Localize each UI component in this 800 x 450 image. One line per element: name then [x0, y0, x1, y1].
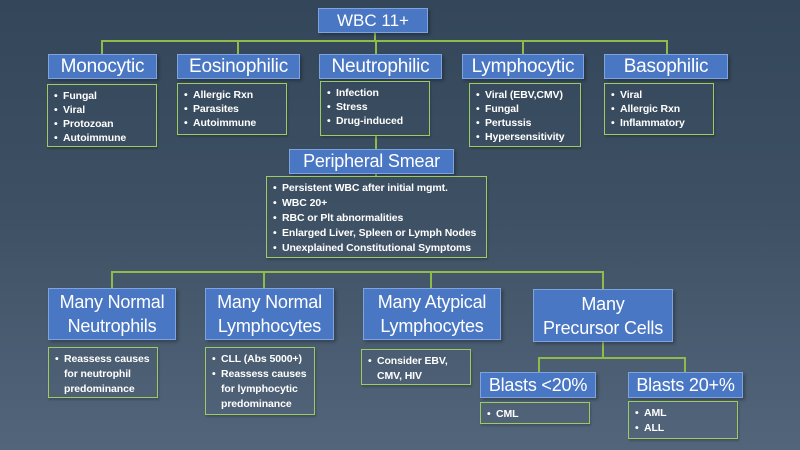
list-item: WBC 20+	[272, 196, 483, 211]
node-label-line: Lymphocytes	[380, 316, 484, 336]
list-lymphocytic-causes: Viral (EBV,CMV) Fungal Pertussis Hyperse…	[469, 83, 581, 147]
node-wbc: WBC 11+	[318, 8, 428, 33]
list-item: Infection	[326, 86, 426, 100]
list-aml-all: AML ALL	[628, 401, 738, 439]
list-item: Inflammatory	[610, 116, 710, 130]
node-label-line: Many Atypical	[377, 292, 487, 312]
list-lymphocyte-action: CLL (Abs 5000+) Reassess causes for lymp…	[205, 347, 315, 415]
connector-stub-blasts-20plus	[684, 357, 686, 373]
node-eosinophilic-label: Eosinophilic	[189, 55, 288, 77]
node-blasts-20plus-label: Blasts 20+%	[636, 374, 735, 395]
list-neutrophilic-causes: Infection Stress Drug-induced	[320, 81, 430, 136]
list-item: Fungal	[475, 102, 577, 116]
connector-stub-many-atypical-lymphocytes	[430, 271, 432, 288]
list-item: Fungal	[53, 89, 153, 103]
list-item: Drug-induced	[326, 114, 426, 128]
node-many-atypical-lymphocytes: Many Atypical Lymphocytes	[363, 288, 501, 340]
list-item: Reassess causes for neutrophil predomina…	[54, 352, 154, 397]
connector-top-rail	[101, 40, 668, 42]
node-peripheral-smear: Peripheral Smear	[289, 149, 454, 174]
node-monocytic: Monocytic	[48, 54, 157, 79]
node-lymphocytic-label: Lymphocytic	[471, 55, 575, 77]
list-item: Stress	[326, 100, 426, 114]
list-atypical-action: Consider EBV, CMV, HIV	[361, 349, 471, 385]
list-item: ALL	[634, 421, 734, 436]
list-item: Pertussis	[475, 116, 577, 130]
list-eosinophilic-causes: Allergic Rxn Parasites Autoimmune	[177, 83, 287, 135]
node-neutrophilic-label: Neutrophilic	[331, 55, 430, 77]
connector-stub-neutrophilic	[375, 40, 377, 54]
connector-wbc-stub	[374, 33, 376, 42]
node-many-normal-neutrophils: Many Normal Neutrophils	[48, 288, 176, 340]
node-many-normal-lymphocytes: Many Normal Lymphocytes	[205, 288, 334, 340]
list-item: AML	[634, 406, 734, 421]
connector-stub-basophilic	[666, 40, 668, 54]
node-lymphocytic: Lymphocytic	[462, 54, 584, 79]
node-blasts-lt20: Blasts <20%	[480, 372, 596, 398]
connector-stub-lymphocytic	[522, 40, 524, 54]
connector-precursor-stub	[602, 341, 604, 359]
list-item: Allergic Rxn	[610, 102, 710, 116]
connector-smear-to-criteria	[375, 173, 377, 177]
node-label-line: Neutrophils	[67, 316, 157, 336]
node-blasts-20plus: Blasts 20+%	[628, 372, 743, 398]
node-label-line: Precursor Cells	[542, 317, 664, 338]
connector-stub-many-normal-neutrophils	[111, 271, 113, 288]
list-item: Viral (EBV,CMV)	[475, 88, 577, 102]
list-item: Unexplained Constitutional Symptoms	[272, 241, 483, 256]
connector-blasts-rail	[538, 357, 686, 359]
node-label-line: Many Normal	[59, 292, 165, 312]
list-item: Autoimmune	[53, 131, 153, 145]
list-item: Enlarged Liver, Spleen or Lymph Nodes	[272, 226, 483, 241]
node-neutrophilic: Neutrophilic	[319, 54, 442, 79]
list-monocytic-causes: Fungal Viral Protozoan Autoimmune	[47, 84, 157, 147]
node-many-precursor-cells: Many Precursor Cells	[533, 289, 673, 342]
node-wbc-label: WBC 11+	[337, 10, 409, 30]
list-item: Autoimmune	[183, 116, 283, 130]
list-item: Viral	[53, 103, 153, 117]
list-item: Parasites	[183, 102, 283, 116]
node-label-line: Lymphocytes	[217, 316, 322, 336]
node-blasts-lt20-label: Blasts <20%	[488, 374, 588, 395]
connector-stub-eosinophilic	[237, 40, 239, 54]
node-eosinophilic: Eosinophilic	[177, 54, 300, 79]
list-item: Viral	[610, 88, 710, 102]
node-monocytic-label: Monocytic	[60, 55, 145, 77]
node-label-line: Many	[581, 293, 625, 314]
list-item: CLL (Abs 5000+)	[211, 352, 311, 367]
list-smear-criteria: Persistent WBC after initial mgmt. WBC 2…	[266, 176, 487, 258]
connector-neutrophilic-to-smear	[375, 136, 377, 150]
node-peripheral-smear-label: Peripheral Smear	[303, 151, 440, 171]
node-basophilic-label: Basophilic	[623, 55, 709, 77]
list-item: CML	[486, 407, 586, 421]
list-item: Protozoan	[53, 117, 153, 131]
connector-bottom-rail	[111, 271, 604, 273]
list-item: Reassess causes for lymphocytic predomin…	[211, 367, 311, 412]
list-item: Allergic Rxn	[183, 88, 283, 102]
list-neutrophil-action: Reassess causes for neutrophil predomina…	[48, 347, 158, 398]
connector-stub-monocytic	[101, 40, 103, 54]
list-item: Hypersensitivity	[475, 130, 577, 144]
node-basophilic: Basophilic	[604, 54, 728, 79]
connector-stub-many-precursor-cells	[602, 271, 604, 289]
connector-stub-many-normal-lymphocytes	[263, 271, 265, 288]
list-item: Persistent WBC after initial mgmt.	[272, 181, 483, 196]
list-basophilic-causes: Viral Allergic Rxn Inflammatory	[604, 83, 714, 135]
list-cml: CML	[480, 402, 590, 424]
list-item: RBC or Plt abnormalities	[272, 211, 483, 226]
node-label-line: Many Normal	[217, 292, 322, 312]
connector-stub-blasts-lt20	[538, 357, 540, 373]
list-item: Consider EBV, CMV, HIV	[367, 354, 467, 384]
